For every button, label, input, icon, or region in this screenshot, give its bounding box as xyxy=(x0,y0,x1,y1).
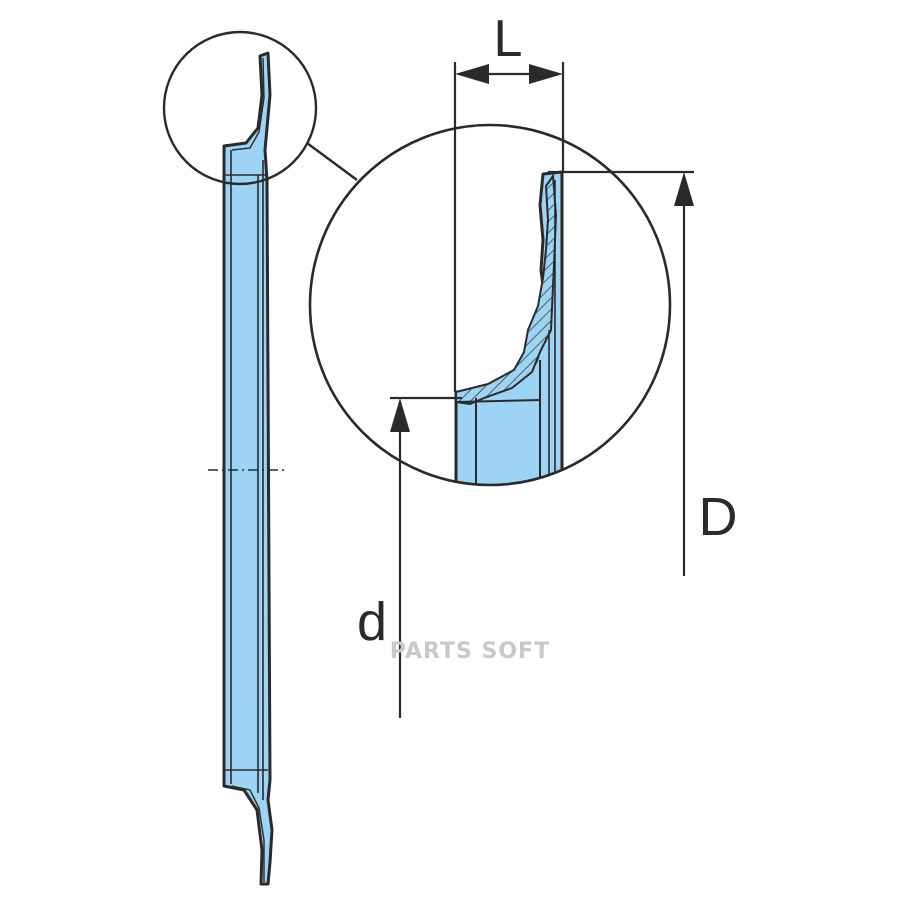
watermark-text: PARTS SOFT xyxy=(390,639,550,664)
part-side-view xyxy=(208,51,284,886)
part-bottom-lip-line xyxy=(231,785,265,882)
part-top-lip-line xyxy=(231,57,265,151)
dim-D-arrow xyxy=(674,172,694,206)
part-body xyxy=(222,51,274,886)
dim-label-L: L xyxy=(494,10,523,68)
dim-d-arrow xyxy=(390,398,410,432)
detail-marker-circle xyxy=(162,30,318,186)
dim-label-D: D xyxy=(699,487,738,547)
detail-hatched-section xyxy=(455,173,558,406)
dim-L-arrow-right xyxy=(529,64,563,84)
detail-step-line xyxy=(455,399,541,403)
detail-leader-line xyxy=(306,142,358,181)
dim-label-d: d xyxy=(357,592,387,652)
dimension-d: d xyxy=(357,396,462,718)
dim-L-arrow-left xyxy=(455,64,489,84)
detail-view xyxy=(454,170,564,485)
detail-circle xyxy=(308,123,672,487)
dimension-D: D xyxy=(548,170,738,576)
dimension-L: L xyxy=(453,10,565,392)
